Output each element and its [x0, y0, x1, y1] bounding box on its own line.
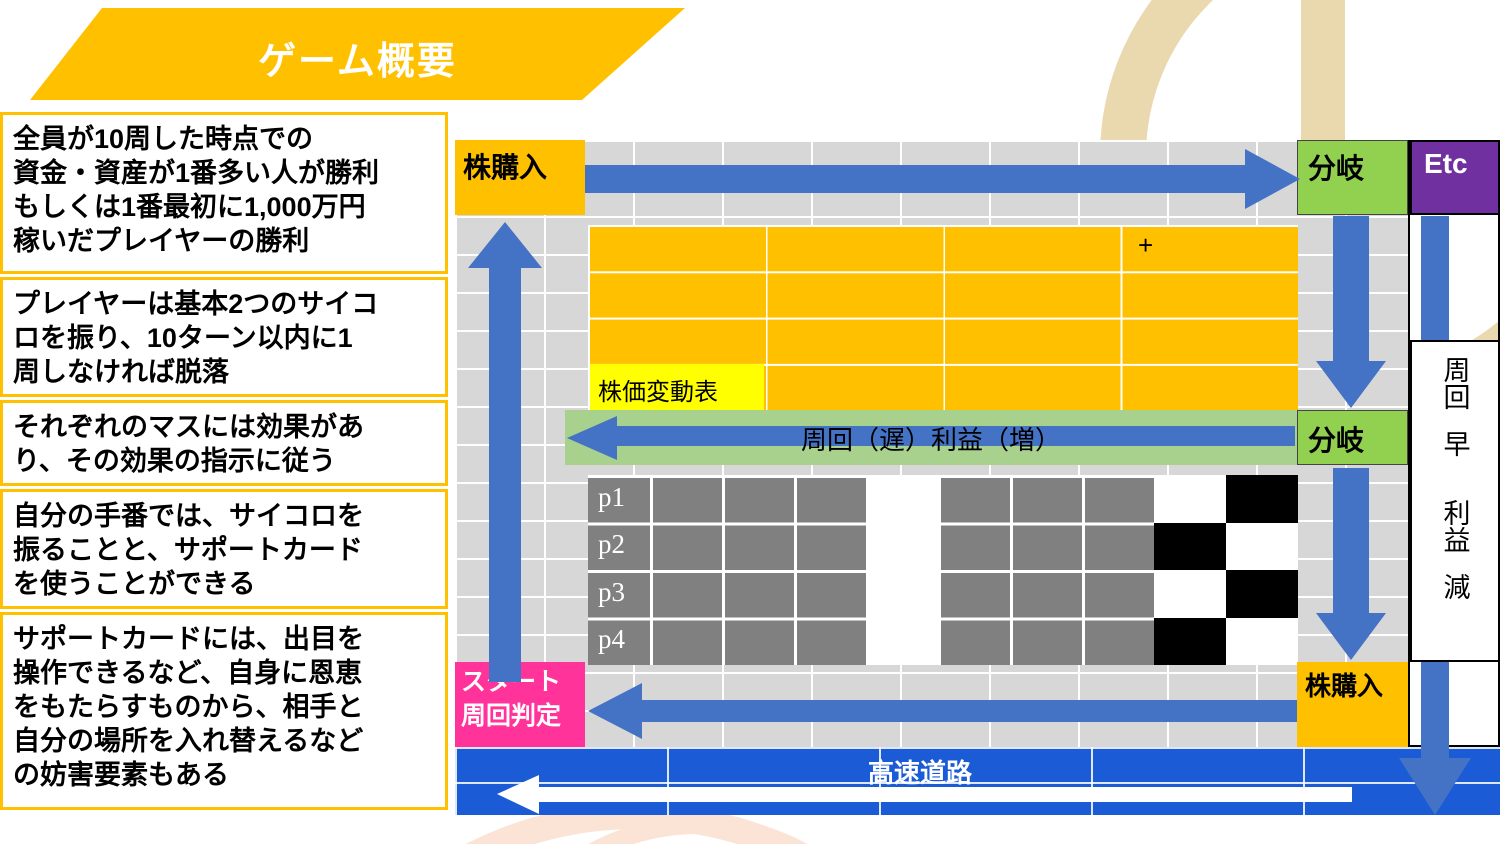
cell-stock-purchase-top: 株購入 — [455, 140, 585, 215]
rule-box-turn-actions: 自分の手番では、サイコロを 振ることと、サポートカード を使うことができる — [0, 489, 448, 609]
player-track-table: p1 p2 p3 p4 — [588, 475, 1298, 665]
page-title: ゲーム概要 — [258, 41, 457, 83]
left-arrow-bottom-icon — [588, 683, 1297, 739]
down-arrow-lower-icon — [1316, 468, 1386, 660]
finish-checker-cell — [1226, 475, 1298, 523]
finish-checker-cell — [1154, 475, 1226, 523]
stock-price-table-label: 株価変動表 — [590, 364, 764, 410]
finish-checker-cell — [1154, 523, 1226, 570]
highway-label: 高速道路 — [867, 758, 972, 788]
cell-etc: Etc — [1410, 140, 1500, 215]
white-track-column — [866, 475, 938, 665]
cell-branch-top: 分岐 — [1297, 140, 1408, 215]
player-label-p2: p2 — [598, 529, 625, 559]
highway-row: 高速道路 — [455, 747, 1500, 815]
stock-table: + 株価変動表 — [588, 225, 1298, 410]
side-label-box: 周回 早 利益 減 — [1410, 340, 1500, 662]
side-label-decrease: 減 — [1439, 573, 1470, 600]
rule-box-dice: プレイヤーは基本2つのサイコ ロを振り、10ターン以内に1 周しなければ脱落 — [0, 277, 448, 397]
rule-box-win-condition: 全員が10周した時点での 資金・資産が1番多い人が勝利 もしくは1番最初に1,0… — [0, 112, 448, 274]
title-banner: ゲーム概要 — [30, 8, 685, 100]
finish-checker-cell — [1154, 570, 1226, 618]
rule-box-support-cards: サポートカードには、出目を 操作できるなど、自身に恩恵 をもたらすものから、相手… — [0, 612, 448, 810]
left-arrow-highway-icon — [497, 775, 1352, 814]
down-arrow-upper-icon — [1316, 216, 1386, 408]
finish-checker-cell — [1154, 618, 1226, 665]
rule-box-square-effects: それぞれのマスには効果があ り、その効果の指示に従う — [0, 400, 448, 486]
player-label-p4: p4 — [598, 624, 625, 654]
left-arrow-middle-icon — [567, 416, 1295, 460]
finish-checker-cell — [1226, 570, 1298, 618]
player-label-p1: p1 — [598, 482, 625, 512]
right-arrow-top-icon — [585, 149, 1300, 209]
plus-sign: + — [1138, 230, 1154, 260]
slow-lap-profit-label: 周回（遅）利益（増） — [800, 425, 1061, 455]
side-label-profit: 利益 — [1439, 499, 1470, 553]
cell-stock-purchase-bottom: 株購入 — [1297, 662, 1408, 747]
cell-branch-middle: 分岐 — [1297, 410, 1408, 465]
up-arrow-left-icon — [468, 222, 542, 682]
side-label-early: 早 — [1439, 430, 1470, 457]
finish-checker-cell — [1226, 618, 1298, 665]
side-label-lap: 周回 — [1439, 356, 1470, 410]
finish-checker-cell — [1226, 523, 1298, 570]
down-arrowhead-bottom-right-icon — [1399, 758, 1471, 815]
player-label-p3: p3 — [598, 577, 625, 607]
